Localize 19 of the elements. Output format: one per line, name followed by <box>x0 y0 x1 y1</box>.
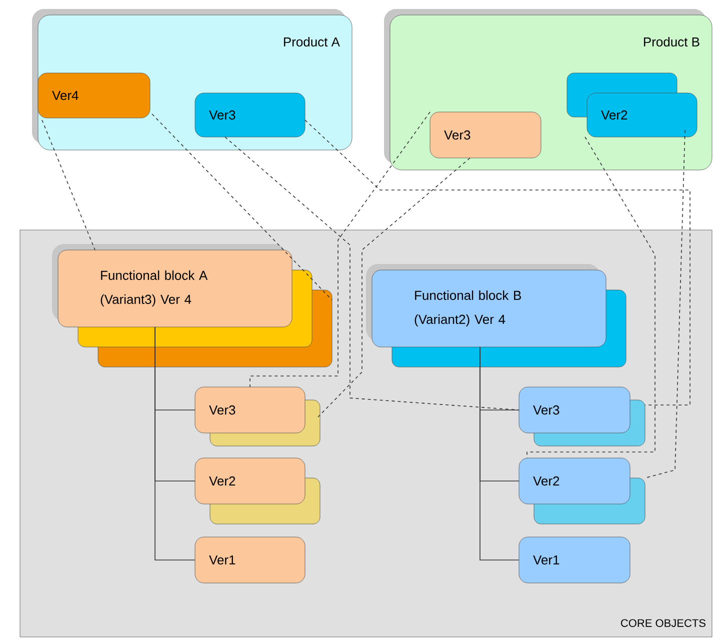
dashed-connector <box>304 120 690 406</box>
version-box: Ver1 <box>518 536 630 584</box>
functional-block: Functional block A (Variant3) Ver 4 <box>52 244 332 368</box>
functional-block: Functional block B (Variant2) Ver 4 <box>366 264 626 368</box>
version-box: Ver1 <box>194 536 306 584</box>
version-box: Ver2 <box>566 72 698 138</box>
version-box: Ver3 <box>194 92 306 138</box>
version-box: Ver4 <box>38 72 150 118</box>
dashed-connector <box>644 130 686 478</box>
dashed-connector <box>152 114 332 300</box>
dashed-connector <box>250 112 430 388</box>
version-box: Ver2 <box>194 458 320 524</box>
dashed-connector <box>42 120 96 250</box>
version-box: Ver2 <box>518 458 646 524</box>
tree-line <box>154 326 196 560</box>
version-box: Ver3 <box>194 386 320 446</box>
version-box: Ver3 <box>518 386 646 446</box>
version-box: Ver3 <box>430 112 542 158</box>
tree-line <box>480 346 520 560</box>
